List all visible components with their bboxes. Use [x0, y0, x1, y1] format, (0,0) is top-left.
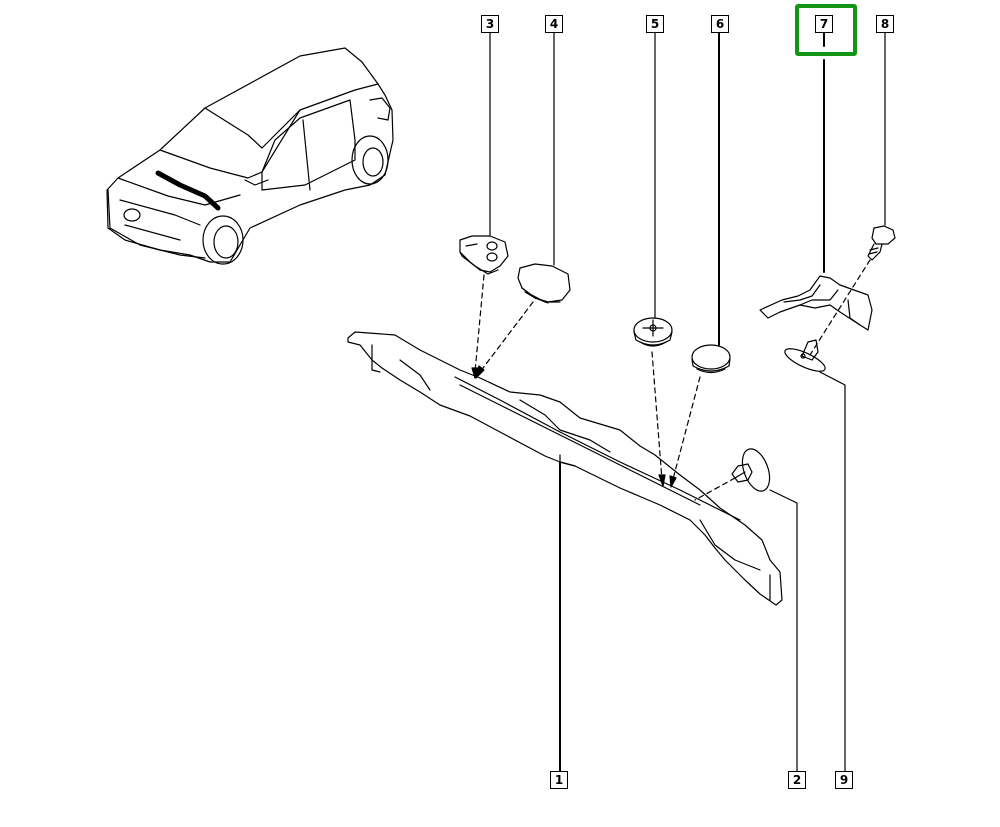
- leader-lines: [489, 32, 886, 772]
- callout-7[interactable]: 7: [815, 15, 833, 33]
- bolt: [867, 225, 896, 261]
- assembly-lines: [474, 259, 871, 501]
- callout-1[interactable]: 1: [550, 771, 568, 789]
- push-clip-fastener-2: [731, 448, 771, 492]
- vehicle-locator-illustration: [106, 47, 394, 265]
- cross-member-panel: [347, 331, 783, 606]
- callout-3[interactable]: 3: [481, 15, 499, 33]
- push-clip-fastener-9: [784, 339, 826, 372]
- round-blanking-plug: [691, 344, 731, 374]
- bracket: [759, 275, 873, 331]
- callout-4[interactable]: 4: [545, 15, 563, 33]
- callout-6[interactable]: 6: [711, 15, 729, 33]
- callout-9[interactable]: 9: [835, 771, 853, 789]
- callout-8[interactable]: 8: [876, 15, 894, 33]
- callout-5[interactable]: 5: [646, 15, 664, 33]
- arrowheads: [471, 365, 677, 488]
- part-location-marker: [155, 170, 221, 211]
- callout-2[interactable]: 2: [788, 771, 806, 789]
- selected-callout-highlight: [795, 4, 857, 56]
- round-slotted-plug: [633, 317, 673, 347]
- triangular-grommet-plug: [459, 235, 509, 275]
- triangular-blanking-plug: [517, 263, 571, 304]
